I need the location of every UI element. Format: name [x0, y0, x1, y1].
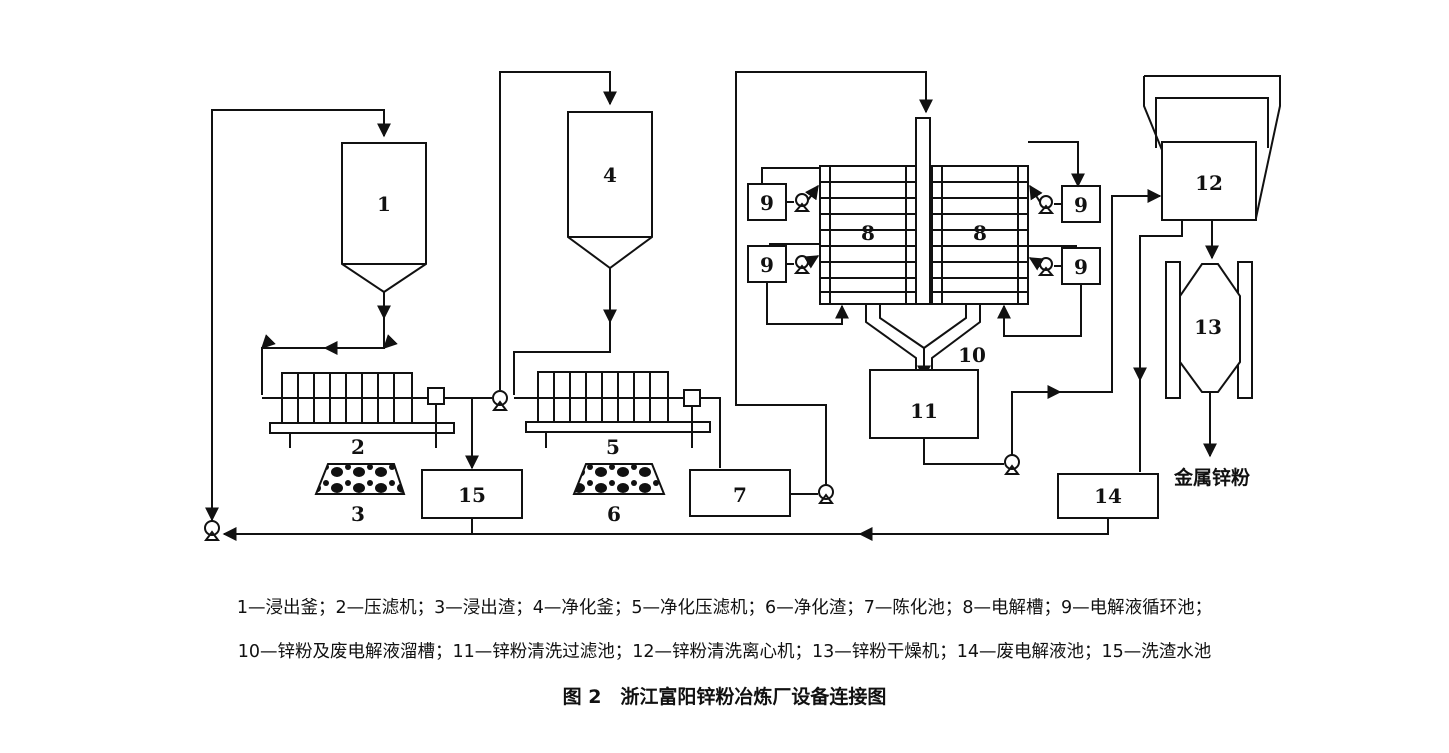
label-10: 10	[958, 343, 986, 367]
label-8-right: 8	[973, 221, 987, 245]
legend-line-2: 10—锌粉及废电解液溜槽；11—锌粉清洗过滤池；12—锌粉清洗离心机；13—锌粉…	[237, 642, 1212, 662]
equipment-connection-diagram: 1 2 3 15 4	[204, 71, 1281, 541]
filter-press-2: 2	[262, 372, 455, 459]
label-6: 6	[607, 502, 621, 526]
circulation-tank-9-upper-right: 9	[1061, 185, 1101, 223]
label-12: 12	[1195, 171, 1223, 195]
circulation-tank-9-upper-left: 9	[747, 183, 787, 221]
zinc-powder-dryer-13: 13	[1165, 261, 1253, 399]
leach-residue-3: 3	[314, 463, 406, 526]
label-9b: 9	[1074, 193, 1088, 217]
zinc-powder-wash-filter-tank-11: 11	[869, 369, 979, 439]
label-9c: 9	[760, 253, 774, 277]
pump-icon	[1004, 454, 1020, 475]
purification-filter-press-5: 5	[514, 371, 711, 459]
label-9a: 9	[760, 191, 774, 215]
circulation-tank-9-lower-right: 9	[1061, 247, 1101, 285]
electrolytic-cell-8-right: 8	[931, 165, 1029, 305]
label-3: 3	[351, 502, 365, 526]
figure-title: 图 2 浙江富阳锌粉冶炼厂设备连接图	[562, 686, 887, 708]
aging-tank-7: 7	[689, 469, 791, 517]
electrolytic-cell-8-left: 8	[819, 165, 917, 305]
purification-tank-4: 4	[567, 111, 653, 270]
label-9d: 9	[1074, 255, 1088, 279]
label-11: 11	[910, 399, 938, 423]
zinc-powder-chute-10: 10	[865, 304, 986, 380]
label-13: 13	[1194, 315, 1222, 339]
metal-zinc-powder-output-label: 金属锌粉	[1173, 466, 1250, 489]
label-4: 4	[603, 163, 617, 187]
circulation-tank-9-lower-left: 9	[747, 245, 787, 283]
leaching-tank-1: 1	[341, 142, 427, 294]
label-5: 5	[606, 435, 620, 459]
label-1: 1	[377, 192, 391, 216]
pump-icon	[492, 390, 508, 411]
legend-line-1: 1—浸出釜；2—压滤机；3—浸出渣；4—净化釜；5—净化压滤机；6—净化渣；7—…	[236, 598, 1213, 618]
label-7: 7	[733, 483, 747, 507]
label-15: 15	[458, 483, 486, 507]
pump-icon	[204, 520, 220, 541]
pump-icon	[793, 193, 811, 212]
label-8-left: 8	[861, 221, 875, 245]
pump-icon	[818, 484, 834, 504]
label-14: 14	[1094, 484, 1122, 508]
wash-water-tank-15: 15	[421, 469, 523, 519]
waste-electrolyte-tank-14: 14	[1057, 473, 1159, 519]
label-2: 2	[351, 435, 365, 459]
pump-icon	[1037, 257, 1055, 276]
centrifuge-12: 12	[1143, 75, 1281, 221]
pump-icon	[793, 255, 811, 274]
purification-residue-6: 6	[572, 463, 666, 526]
pump-icon	[1037, 195, 1055, 214]
